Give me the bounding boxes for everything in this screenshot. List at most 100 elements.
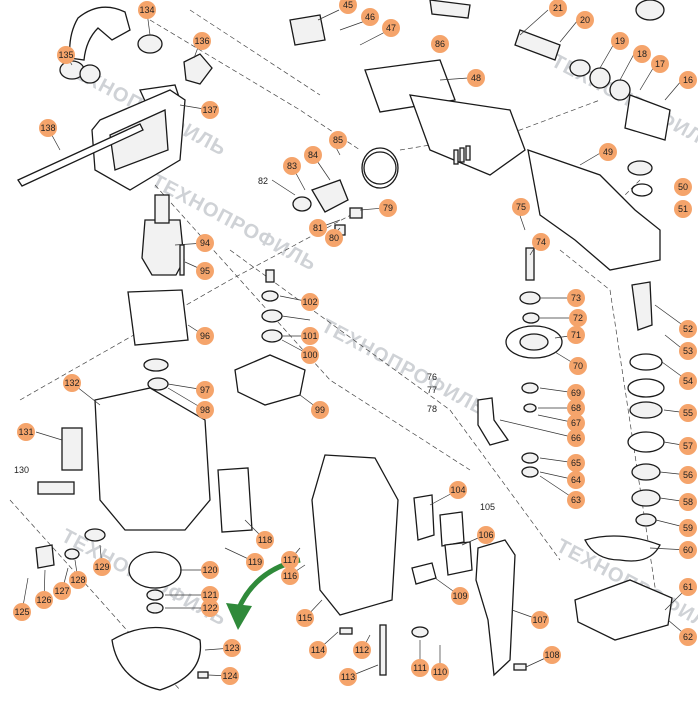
callout-badge: 110 xyxy=(431,663,449,681)
callout-number: 71 xyxy=(571,330,581,340)
callout-badge: 120 xyxy=(201,561,219,579)
callout-badge: 102 xyxy=(301,293,319,311)
callout-number: 65 xyxy=(571,458,581,468)
callout-badge: 72 xyxy=(569,309,587,327)
callout-number: 84 xyxy=(308,150,318,160)
callout-number: 125 xyxy=(14,607,29,617)
callout-number: 21 xyxy=(553,3,563,13)
callout-badge: 125 xyxy=(13,603,31,621)
callout-badge: 111 xyxy=(411,659,429,677)
callout-badge: 53 xyxy=(679,342,697,360)
callout-badge: 58 xyxy=(679,493,697,511)
side-handle-assembly xyxy=(17,6,213,191)
callout-number: 112 xyxy=(355,645,369,655)
callout-number: 100 xyxy=(302,350,317,360)
callout-badge: 85 xyxy=(329,131,347,149)
callout-badge: 86 xyxy=(431,35,449,53)
callout-number: 45 xyxy=(343,0,353,10)
callout-number: 81 xyxy=(313,223,323,233)
callout-number: 20 xyxy=(580,15,590,25)
callouts-layer: 134 45 46 47 21 20 135 136 86 19 18 17 1… xyxy=(13,0,697,686)
callout-badge: 138 xyxy=(39,119,57,137)
callout-number: 123 xyxy=(224,643,239,653)
callout-badge: 100 xyxy=(301,346,319,364)
callout-badge: 20 xyxy=(576,11,594,29)
callout-badge: 106 xyxy=(477,526,495,544)
callout-number: 115 xyxy=(298,613,312,623)
callout-badge: 109 xyxy=(451,587,469,605)
callout-badge: 71 xyxy=(567,326,585,344)
callout-number: 113 xyxy=(341,672,355,682)
callout-badge: 84 xyxy=(304,146,322,164)
callout-badge: 116 xyxy=(281,567,299,585)
callout-number: 86 xyxy=(435,39,445,49)
callout-number: 127 xyxy=(54,586,69,596)
callout-number: 54 xyxy=(683,376,693,386)
callout-number: 72 xyxy=(573,313,583,323)
callout-badge: 63 xyxy=(567,491,585,509)
callout-number: 49 xyxy=(603,147,613,157)
callout-number: 51 xyxy=(678,204,688,214)
part-label: 78 xyxy=(427,404,437,414)
part-label: 76 xyxy=(427,372,437,382)
callout-number: 129 xyxy=(94,562,109,572)
callout-badge: 68 xyxy=(567,399,585,417)
callout-number: 56 xyxy=(683,470,693,480)
watermark-text: ТЕХНОПРОФИЛЬ xyxy=(318,315,491,421)
callout-number: 128 xyxy=(70,575,85,585)
callout-badge: 45 xyxy=(339,0,357,14)
callout-number: 102 xyxy=(302,297,317,307)
callout-number: 53 xyxy=(683,346,693,356)
callout-number: 94 xyxy=(200,238,210,248)
callout-badge: 108 xyxy=(543,646,561,664)
callout-badge: 18 xyxy=(633,45,651,63)
callout-number: 104 xyxy=(450,485,465,495)
motor-housing xyxy=(35,387,253,691)
callout-number: 108 xyxy=(544,650,559,660)
callout-badge: 136 xyxy=(193,32,211,50)
callout-number: 52 xyxy=(683,324,693,334)
callout-number: 62 xyxy=(683,632,693,642)
callout-badge: 95 xyxy=(196,262,214,280)
callout-number: 16 xyxy=(683,75,693,85)
part-label: 77 xyxy=(427,385,437,395)
callout-number: 61 xyxy=(683,582,693,592)
callout-badge: 114 xyxy=(309,641,327,659)
callout-number: 118 xyxy=(258,535,272,545)
callout-number: 134 xyxy=(139,5,154,15)
callout-badge: 101 xyxy=(301,327,319,345)
callout-badge: 67 xyxy=(567,414,585,432)
callout-number: 114 xyxy=(311,645,325,655)
callout-number: 60 xyxy=(683,545,693,555)
callout-badge: 119 xyxy=(246,553,264,571)
callout-number: 101 xyxy=(302,331,317,341)
callout-number: 69 xyxy=(571,388,581,398)
callout-badge: 127 xyxy=(53,582,71,600)
plain-labels-layer: 82 76 77 78 130 105 xyxy=(14,176,495,512)
callout-number: 19 xyxy=(615,36,625,46)
callout-badge: 137 xyxy=(201,101,219,119)
callout-number: 96 xyxy=(200,331,210,341)
callout-number: 124 xyxy=(222,671,237,681)
callout-number: 126 xyxy=(36,595,51,605)
callout-badge: 104 xyxy=(449,481,467,499)
callout-badge: 132 xyxy=(63,374,81,392)
callout-number: 106 xyxy=(478,530,493,540)
callout-badge: 83 xyxy=(283,157,301,175)
callout-badge: 96 xyxy=(196,327,214,345)
callout-badge: 21 xyxy=(549,0,567,17)
callout-badge: 113 xyxy=(339,668,357,686)
callout-number: 137 xyxy=(202,105,217,115)
callout-number: 50 xyxy=(678,182,688,192)
callout-number: 97 xyxy=(200,385,210,395)
callout-badge: 46 xyxy=(361,8,379,26)
callout-number: 80 xyxy=(329,233,339,243)
callout-number: 122 xyxy=(202,603,217,613)
callout-badge: 51 xyxy=(674,200,692,218)
callout-number: 111 xyxy=(413,663,427,673)
callout-number: 70 xyxy=(573,361,583,371)
callout-number: 121 xyxy=(202,590,217,600)
callout-badge: 69 xyxy=(567,384,585,402)
callout-number: 48 xyxy=(471,73,481,83)
